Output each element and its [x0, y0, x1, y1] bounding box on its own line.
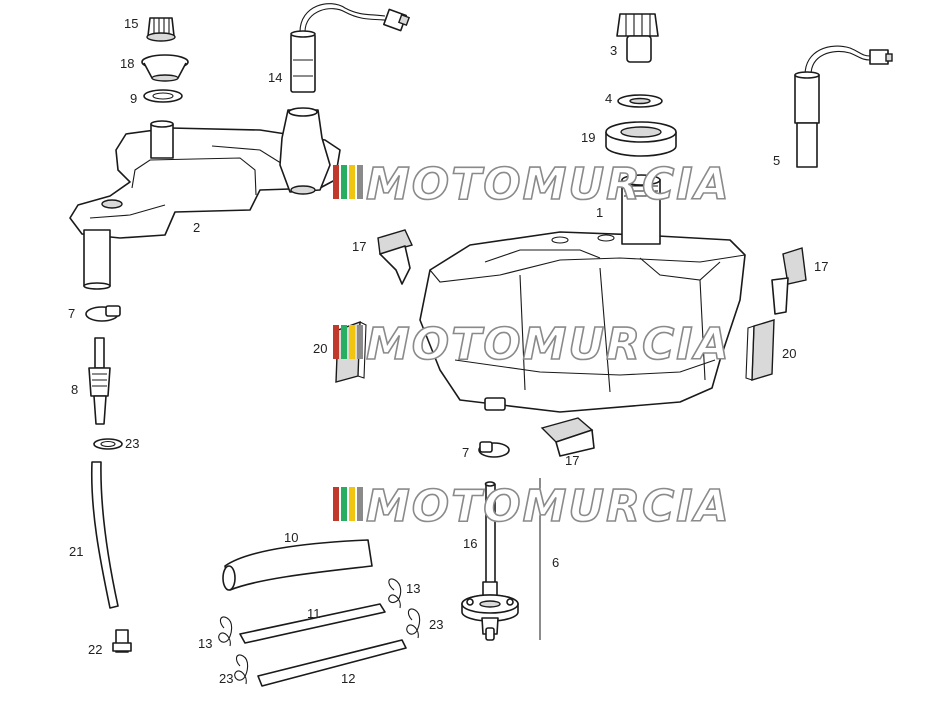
callout-number: 13: [406, 581, 420, 596]
callout-number: 7: [462, 445, 469, 460]
cap-seal-part: [141, 54, 189, 82]
callout-number: 10: [284, 530, 298, 545]
callout-number: 17: [565, 453, 579, 468]
callout-number: 13: [198, 636, 212, 651]
hose-clip-part: [388, 578, 402, 609]
tank-gasket-part: [605, 121, 677, 157]
callout-number: 16: [463, 536, 477, 551]
vent-hose-part: [239, 603, 386, 644]
tank-washer-part: [617, 94, 663, 108]
watermark-logo: MOTOMURCIA: [333, 318, 731, 371]
hose-clip-part: [406, 608, 421, 639]
callout-number: 22: [88, 642, 102, 657]
watermark-logo: MOTOMURCIA: [333, 480, 731, 533]
callout-number: 20: [313, 341, 327, 356]
callout-number: 7: [68, 306, 75, 321]
callout-number: 23: [429, 617, 443, 632]
callout-number: 15: [124, 16, 138, 31]
fuel-tap-part: [88, 337, 111, 425]
callout-number: 2: [193, 220, 200, 235]
callout-number: 11: [307, 606, 321, 621]
callout-number: 19: [581, 130, 595, 145]
watermark-text: MOTOMURCIA: [366, 319, 731, 370]
fuel-valve-part: [461, 581, 519, 641]
callout-number: 14: [268, 70, 282, 85]
callout-number: 1: [596, 205, 603, 220]
callout-number: 23: [125, 436, 139, 451]
callout-number: 3: [610, 43, 617, 58]
filler-cap-part: [146, 17, 176, 42]
rubber-bracket-part: [771, 247, 807, 315]
fuel-hose-part: [90, 461, 119, 609]
hose-clamp-part: [85, 305, 121, 322]
callout-number: 18: [120, 56, 134, 71]
hose-connector-part: [112, 629, 132, 653]
hose-clamp-part: [478, 441, 510, 458]
callout-number: 17: [814, 259, 828, 274]
level-sensor-part: [794, 45, 893, 168]
tank-cap-part: [616, 13, 659, 63]
fuel-sender-part: [290, 3, 411, 93]
rubber-pad-part: [745, 319, 775, 381]
callout-number: 9: [130, 91, 137, 106]
watermark-text: MOTOMURCIA: [366, 159, 731, 210]
tank-cover-part: [69, 107, 341, 290]
callout-number: 21: [69, 544, 83, 559]
callout-number: 6: [552, 555, 559, 570]
callout-number: 17: [352, 239, 366, 254]
rubber-bracket-part: [377, 229, 413, 285]
washer-part: [143, 89, 183, 103]
hose-clip-part: [218, 616, 233, 647]
fuel-tank-part: [419, 174, 746, 413]
hose-clip-part: [234, 654, 249, 685]
watermark-text: MOTOMURCIA: [366, 481, 731, 532]
callout-number: 12: [341, 671, 355, 686]
small-clamp-part: [93, 438, 123, 450]
callout-number: 4: [605, 91, 612, 106]
rubber-bracket-part: [540, 417, 595, 457]
drain-hose-part: [257, 639, 407, 687]
callout-number: 5: [773, 153, 780, 168]
callout-number: 20: [782, 346, 796, 361]
breather-hose-part: [222, 539, 373, 591]
watermark-logo: MOTOMURCIA: [333, 158, 731, 211]
callout-number: 23: [219, 671, 233, 686]
callout-number: 8: [71, 382, 78, 397]
